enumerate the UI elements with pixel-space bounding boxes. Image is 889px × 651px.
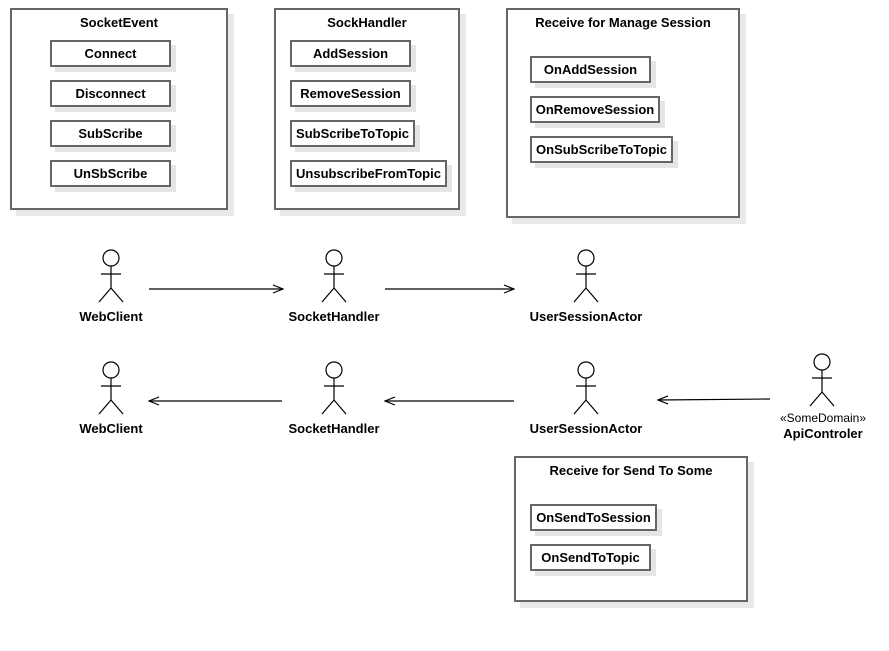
actor-sockethandler-icon [321, 249, 347, 303]
actor-usersessionactor-icon [573, 361, 599, 415]
method-subscribe: SubScribe [50, 120, 171, 147]
method-disconnect: Disconnect [50, 80, 171, 107]
method-on-subscribe-to-topic: OnSubScribeToTopic [530, 136, 673, 163]
actor-sockethandler-icon [321, 361, 347, 415]
method-on-add-session: OnAddSession [530, 56, 651, 83]
method-subscribe-to-topic: SubScribeToTopic [290, 120, 415, 147]
send-to-some-title: Receive for Send To Some [549, 463, 713, 478]
method-unsbscribe: UnSbScribe [50, 160, 171, 187]
method-remove-session: RemoveSession [290, 80, 411, 107]
manage-session-title: Receive for Manage Session [535, 15, 711, 30]
actor-webclient-icon [98, 249, 124, 303]
method-connect: Connect [50, 40, 171, 67]
actor-webclient-icon [98, 361, 124, 415]
actor-label-sockethandler: SocketHandler [288, 421, 380, 436]
method-on-send-to-session: OnSendToSession [530, 504, 657, 531]
actor-apicontroler-icon [809, 353, 835, 407]
method-on-send-to-topic: OnSendToTopic [530, 544, 651, 571]
socket-event-title: SocketEvent [79, 15, 159, 30]
sock-handler-title: SockHandler [327, 15, 407, 30]
method-add-session: AddSession [290, 40, 411, 67]
method-unsubscribe-from-topic: UnsubscribeFromTopic [290, 160, 447, 187]
actor-label-webclient: WebClient [79, 309, 143, 324]
actor-stereotype-somedomain: «SomeDomain» [779, 411, 867, 425]
actor-label-apicontroler: ApiControler [783, 426, 863, 441]
actor-label-usersessionactor: UserSessionActor [529, 309, 643, 324]
arrow-apicontroler-to-usersessionactor [658, 399, 771, 400]
actor-label-usersessionactor: UserSessionActor [529, 421, 643, 436]
method-on-remove-session: OnRemoveSession [530, 96, 660, 123]
actor-label-sockethandler: SocketHandler [288, 309, 380, 324]
actor-label-webclient: WebClient [79, 421, 143, 436]
actor-usersessionactor-icon [573, 249, 599, 303]
